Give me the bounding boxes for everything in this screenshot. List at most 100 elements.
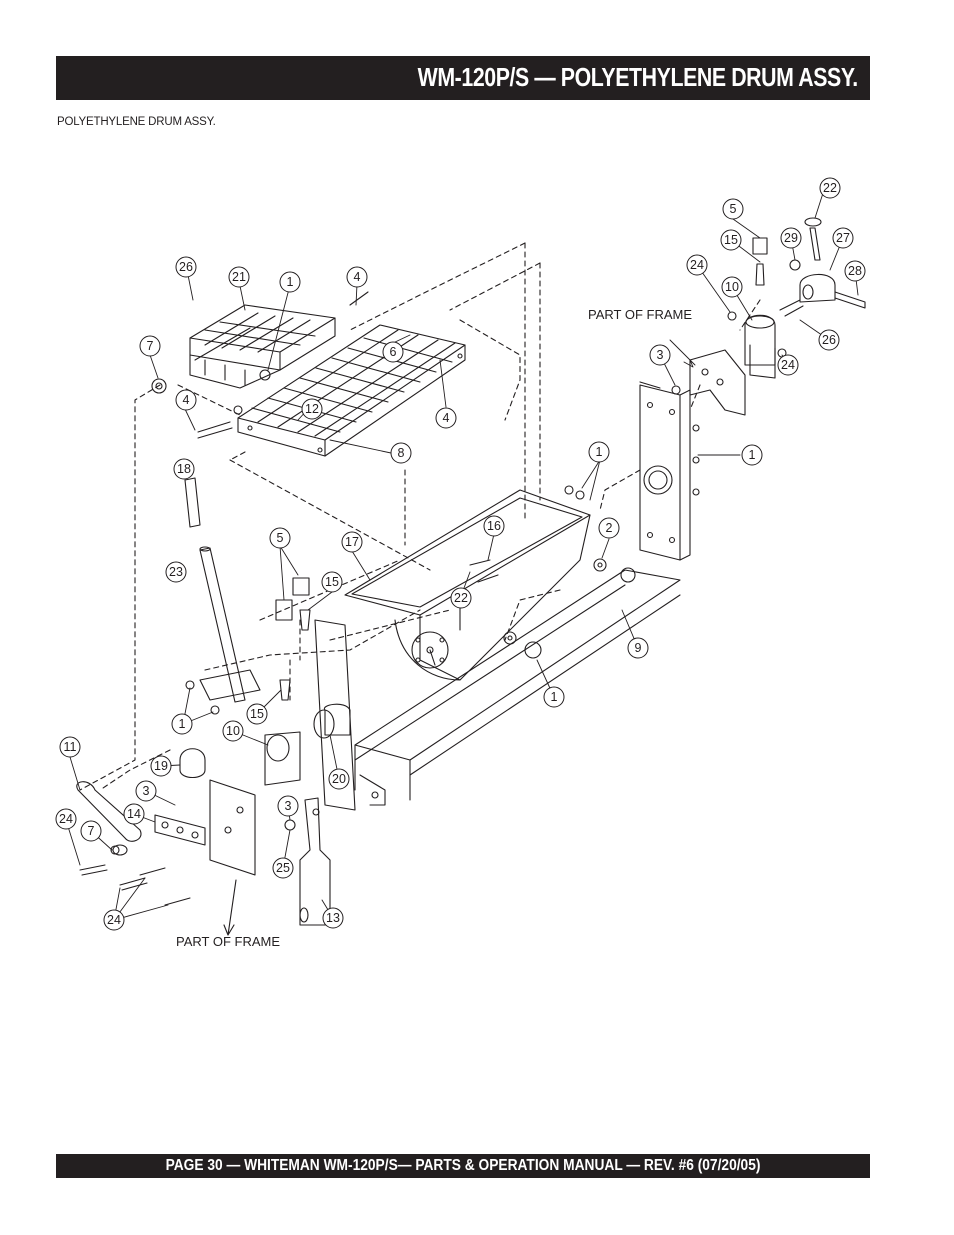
svg-text:15: 15 — [724, 233, 738, 247]
svg-text:2: 2 — [606, 521, 613, 535]
svg-text:21: 21 — [232, 270, 246, 284]
svg-text:1: 1 — [287, 275, 294, 289]
svg-text:4: 4 — [354, 270, 361, 284]
diagram-linework — [65, 189, 866, 936]
lever-23 — [184, 477, 261, 715]
svg-text:25: 25 — [276, 861, 290, 875]
callout-10-a: 10 — [222, 720, 244, 742]
svg-text:4: 4 — [183, 393, 190, 407]
callout-24-b: 24 — [103, 909, 125, 931]
callout-5-b: 5 — [722, 198, 744, 220]
svg-text:4: 4 — [443, 411, 450, 425]
callout-25: 25 — [272, 857, 294, 879]
callout-12: 12 — [301, 398, 323, 420]
grate-8 — [237, 324, 466, 457]
callout-group: 26 21 1 4 7 6 4 12 4 8 18 23 5 17 15 16 … — [55, 177, 866, 931]
callout-22-b: 22 — [819, 177, 841, 199]
svg-text:10: 10 — [226, 724, 240, 738]
svg-text:3: 3 — [285, 799, 292, 813]
callout-24-a: 24 — [55, 808, 77, 830]
right-frame-plate — [639, 384, 700, 561]
callout-10-b: 10 — [721, 276, 743, 298]
link-arm-11 — [76, 748, 206, 856]
callout-11: 11 — [59, 736, 81, 758]
svg-text:17: 17 — [345, 535, 359, 549]
bolts — [79, 291, 661, 906]
callout-21: 21 — [228, 266, 250, 288]
svg-text:16: 16 — [487, 519, 501, 533]
svg-text:22: 22 — [454, 591, 468, 605]
callout-14: 14 — [123, 803, 145, 825]
callout-7-a: 7 — [139, 335, 161, 357]
svg-text:28: 28 — [848, 264, 862, 278]
svg-text:20: 20 — [332, 772, 346, 786]
callout-24-d: 24 — [777, 354, 799, 376]
svg-text:24: 24 — [690, 258, 704, 272]
callout-1-b: 1 — [588, 441, 610, 463]
frame-rails-9 — [354, 569, 681, 806]
callout-4-b: 4 — [435, 407, 457, 429]
svg-text:23: 23 — [169, 565, 183, 579]
footer-bar: PAGE 30 — WHITEMAN WM-120P/S— PARTS & OP… — [56, 1154, 870, 1178]
svg-text:29: 29 — [784, 231, 798, 245]
callout-13: 13 — [322, 907, 344, 929]
callout-5-a: 5 — [269, 527, 291, 549]
callout-15-a: 15 — [321, 571, 343, 593]
svg-text:7: 7 — [88, 824, 95, 838]
callout-18: 18 — [173, 458, 195, 480]
svg-text:27: 27 — [836, 231, 850, 245]
leader-lines — [65, 189, 859, 921]
hopper-tray-17 — [344, 489, 591, 681]
callout-24-c: 24 — [686, 254, 708, 276]
callout-4-c: 4 — [175, 389, 197, 411]
svg-text:1: 1 — [551, 690, 558, 704]
svg-text:26: 26 — [822, 333, 836, 347]
callout-4-a: 4 — [346, 266, 368, 288]
svg-text:15: 15 — [250, 707, 264, 721]
callout-15-c: 15 — [720, 229, 742, 251]
svg-text:3: 3 — [657, 348, 664, 362]
svg-text:6: 6 — [390, 345, 397, 359]
callout-7-b: 7 — [80, 820, 102, 842]
callout-1-c: 1 — [543, 686, 565, 708]
callout-9: 9 — [627, 637, 649, 659]
svg-text:1: 1 — [749, 448, 756, 462]
svg-text:13: 13 — [326, 911, 340, 925]
callout-26-b: 26 — [818, 329, 840, 351]
callout-20: 20 — [328, 768, 350, 790]
svg-text:8: 8 — [398, 446, 405, 460]
svg-text:1: 1 — [596, 445, 603, 459]
callout-28: 28 — [844, 260, 866, 282]
callout-19: 19 — [150, 755, 172, 777]
callout-29: 29 — [780, 227, 802, 249]
callout-3-c: 3 — [649, 344, 671, 366]
footer-text: PAGE 30 — WHITEMAN WM-120P/S— PARTS & OP… — [165, 1157, 761, 1174]
callout-8: 8 — [390, 442, 412, 464]
callout-26-a: 26 — [175, 256, 197, 278]
svg-text:7: 7 — [147, 339, 154, 353]
callout-3-b: 3 — [277, 795, 299, 817]
callout-16: 16 — [483, 515, 505, 537]
callout-1-d: 1 — [171, 713, 193, 735]
alignment-lines — [79, 242, 761, 791]
frame-label-top: PART OF FRAME — [588, 307, 692, 322]
callout-6: 6 — [382, 341, 404, 363]
upper-right-bearing — [689, 217, 866, 416]
callout-3-a: 3 — [135, 780, 157, 802]
svg-text:1: 1 — [179, 717, 186, 731]
grate-21 — [189, 304, 336, 389]
page-title: WM-120P/S — POLYETHYLENE DRUM ASSY. — [417, 62, 859, 92]
svg-text:10: 10 — [725, 280, 739, 294]
svg-text:26: 26 — [179, 260, 193, 274]
svg-text:12: 12 — [305, 402, 319, 416]
frame-label-bottom: PART OF FRAME — [176, 934, 280, 949]
svg-text:5: 5 — [730, 202, 737, 216]
callout-27: 27 — [832, 227, 854, 249]
svg-text:11: 11 — [64, 740, 77, 754]
svg-text:24: 24 — [107, 913, 121, 927]
svg-text:18: 18 — [177, 462, 191, 476]
callout-1-e: 1 — [741, 444, 763, 466]
washers-nuts — [110, 259, 801, 855]
lower-frame-piece — [209, 779, 256, 936]
